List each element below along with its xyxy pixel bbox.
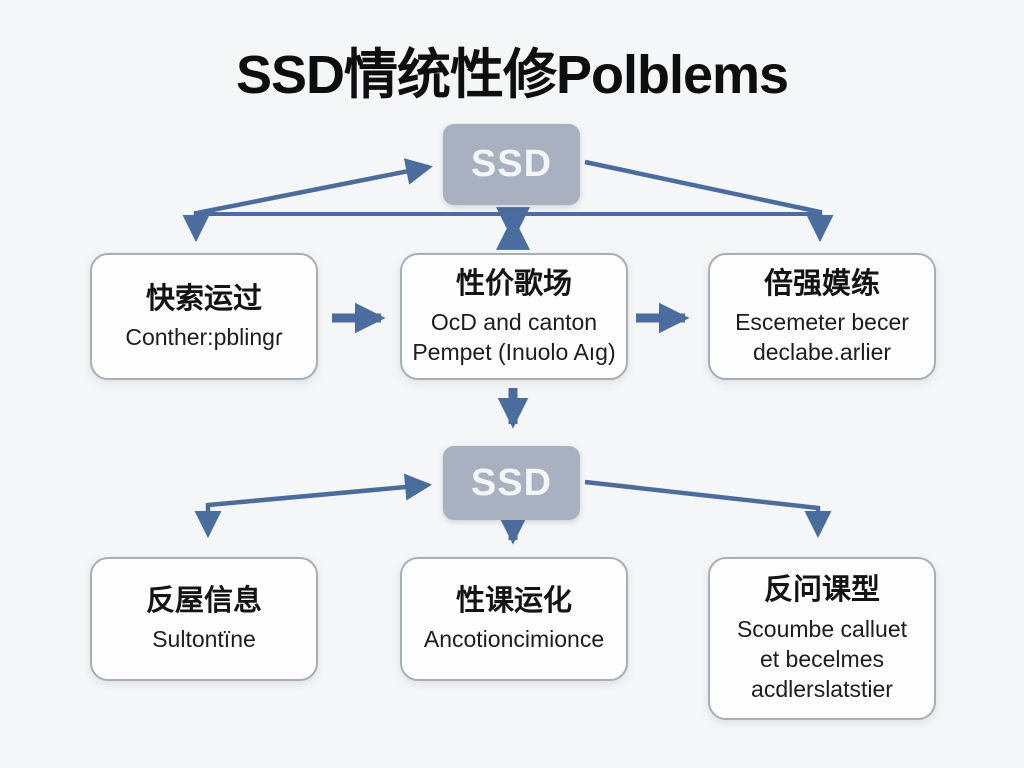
- box-subtitle-line: OcD and canton: [430, 308, 598, 335]
- box-subtitle-line: declabe.arlier: [752, 339, 892, 366]
- flow-box-bottom-left: 反屋信息 Sultontïne: [90, 557, 318, 681]
- ssd-node-bottom-label: SSD: [470, 461, 553, 504]
- flow-box-top-left: 快索运过 Conther:pblingɾ: [90, 253, 318, 380]
- box-subtitle-line: Escemeter becer: [735, 308, 909, 335]
- ssd-node-top-label: SSD: [470, 143, 553, 185]
- box-subtitle-line: Scoumbe calluet: [736, 615, 908, 642]
- arrow-ssd-to-top-right: [584, 159, 834, 243]
- flow-box-top-right: 倍强嫫练 Escemeter becer declabe.arlier: [708, 253, 936, 380]
- page-title: SSD情统性修Polblems: [235, 45, 789, 105]
- arrow-ssd2-to-bottom-right: [584, 479, 832, 539]
- box-subtitle-line: Pempet (Inuolo Aıg): [412, 339, 616, 366]
- box-title: 快索运过: [145, 282, 262, 315]
- box-subtitle-line: et becelmes: [759, 645, 884, 672]
- ssd-node-bottom: SSD: [443, 446, 580, 520]
- box-title: 反屋信息: [145, 585, 262, 618]
- flow-box-bottom-middle: 性课运化 Ancotioncimionce: [400, 557, 628, 681]
- box-title: 性课运化: [455, 585, 572, 618]
- flow-box-top-middle: 性价歌场 OcD and canton Pempet (Inuolo Aıg): [400, 253, 628, 380]
- box-title: 性价歌场: [455, 267, 572, 300]
- box-title: 倍强嫫练: [763, 267, 880, 300]
- box-subtitle-line: Conther:pblingɾ: [125, 323, 283, 350]
- flow-box-bottom-right: 反问课型 Scoumbe calluet et becelmes acdlers…: [708, 557, 936, 720]
- box-title: 反问课型: [763, 574, 880, 607]
- ssd-node-top: SSD: [443, 124, 580, 205]
- arrow-diagonal-into-ssd-bottom: [207, 473, 433, 508]
- box-subtitle-line: acdlerslatstier: [751, 676, 893, 703]
- box-subtitle-line: Ancotioncimionce: [423, 626, 605, 653]
- arrow-diagonal-into-ssd-top: [196, 158, 433, 216]
- box-subtitle-line: Sultontïne: [152, 626, 256, 653]
